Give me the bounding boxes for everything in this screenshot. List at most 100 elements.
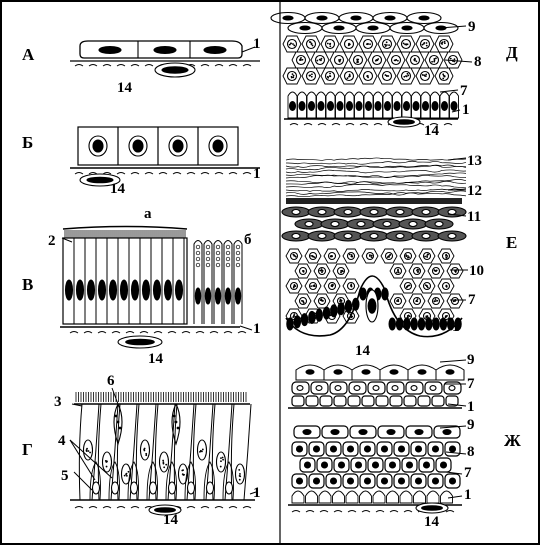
capillary-lumen bbox=[368, 299, 376, 313]
keratin-layer bbox=[286, 189, 466, 192]
nucleus bbox=[433, 446, 439, 452]
nucleus bbox=[383, 222, 391, 227]
nucleus bbox=[335, 386, 341, 391]
nucleus bbox=[316, 386, 322, 391]
mucus-granule bbox=[196, 245, 200, 249]
chromatin bbox=[414, 60, 416, 62]
nucleus bbox=[347, 102, 353, 111]
chromatin bbox=[407, 257, 409, 259]
basal-cell bbox=[373, 491, 385, 503]
chromatin bbox=[299, 59, 301, 61]
chromatin bbox=[389, 254, 391, 256]
nucleus bbox=[423, 102, 429, 111]
nucleus bbox=[322, 462, 328, 468]
chromatin bbox=[424, 256, 426, 258]
chromatin bbox=[444, 76, 446, 78]
chromatin bbox=[398, 272, 400, 274]
chromatin bbox=[292, 73, 294, 75]
nucleus bbox=[165, 280, 172, 300]
chromatin bbox=[350, 285, 352, 287]
nucleus bbox=[435, 222, 443, 227]
chromatin bbox=[145, 453, 147, 455]
chromatin bbox=[329, 75, 331, 77]
mucus-granule bbox=[216, 257, 220, 261]
chromatin bbox=[407, 285, 409, 287]
mucus-granule bbox=[236, 251, 240, 255]
nucleolus bbox=[173, 140, 183, 152]
nucleus bbox=[450, 446, 456, 452]
chromatin bbox=[396, 272, 398, 274]
nucleus bbox=[440, 40, 449, 49]
basal-nucleus bbox=[331, 305, 337, 317]
connective-tissue bbox=[70, 332, 246, 334]
label-9-t: 9 bbox=[467, 352, 475, 368]
nucleolus bbox=[133, 140, 143, 152]
panel-g-pseudostratified bbox=[70, 388, 256, 515]
nucleus bbox=[300, 26, 310, 30]
chromatin bbox=[405, 254, 407, 256]
label-4: 4 bbox=[58, 433, 66, 449]
nucleus bbox=[370, 210, 378, 215]
nucleus bbox=[292, 210, 300, 215]
label-5: 5 bbox=[61, 468, 69, 484]
capillary-lumen bbox=[162, 67, 188, 73]
chromatin bbox=[442, 73, 444, 75]
keratin-layer bbox=[286, 184, 466, 187]
label-1-d: 1 bbox=[462, 102, 470, 118]
chromatin bbox=[312, 45, 314, 47]
capillary-lumen bbox=[126, 339, 155, 344]
chromatin bbox=[427, 315, 429, 317]
nucleus bbox=[297, 386, 303, 391]
nucleus bbox=[399, 446, 405, 452]
label-1-g: 1 bbox=[253, 485, 261, 501]
basal-cell bbox=[427, 491, 439, 503]
chromatin bbox=[311, 43, 313, 45]
intermediate-cell bbox=[292, 382, 309, 394]
nucleus bbox=[305, 222, 313, 227]
basal-cell bbox=[320, 396, 332, 406]
nucleus bbox=[422, 210, 430, 215]
keratin-layer bbox=[286, 161, 466, 164]
nucleus bbox=[176, 280, 183, 300]
mucus-granule bbox=[177, 427, 180, 430]
chromatin bbox=[349, 74, 351, 76]
nucleus bbox=[411, 386, 417, 391]
mucus-granule bbox=[226, 245, 230, 249]
nucleus bbox=[66, 280, 73, 300]
label-1-a: 1 bbox=[253, 36, 261, 52]
chromatin bbox=[331, 284, 333, 286]
chromatin bbox=[238, 469, 240, 471]
brush-border bbox=[63, 227, 187, 230]
nucleus bbox=[205, 288, 210, 304]
mucus-granule bbox=[115, 415, 118, 418]
capillary-lumen bbox=[394, 120, 415, 125]
nucleus bbox=[370, 234, 378, 239]
nucleus bbox=[416, 478, 422, 484]
nucleus bbox=[198, 440, 207, 460]
chromatin bbox=[311, 76, 313, 78]
nucleus bbox=[204, 47, 226, 54]
chromatin bbox=[143, 449, 145, 451]
chromatin bbox=[442, 41, 444, 43]
basal-nucleus bbox=[323, 307, 329, 319]
nucleus bbox=[356, 102, 362, 111]
chromatin bbox=[349, 254, 351, 256]
nucleus bbox=[314, 478, 320, 484]
label-8-d: 8 bbox=[474, 54, 482, 70]
chromatin bbox=[165, 464, 167, 466]
nucleus bbox=[215, 288, 220, 304]
basal-nucleus bbox=[353, 298, 359, 310]
chromatin bbox=[386, 44, 388, 46]
chromatin bbox=[322, 300, 324, 302]
chromatin bbox=[128, 471, 130, 473]
basal-cell bbox=[390, 396, 402, 406]
mucus-granule bbox=[206, 263, 210, 267]
mucus-granule bbox=[226, 263, 230, 267]
chromatin bbox=[407, 75, 409, 77]
basal-nucleus bbox=[396, 318, 402, 330]
panel-label-b: Б bbox=[22, 133, 33, 152]
chromatin bbox=[444, 42, 446, 44]
chromatin bbox=[339, 61, 341, 63]
chromatin bbox=[303, 302, 305, 304]
nucleus bbox=[373, 462, 379, 468]
